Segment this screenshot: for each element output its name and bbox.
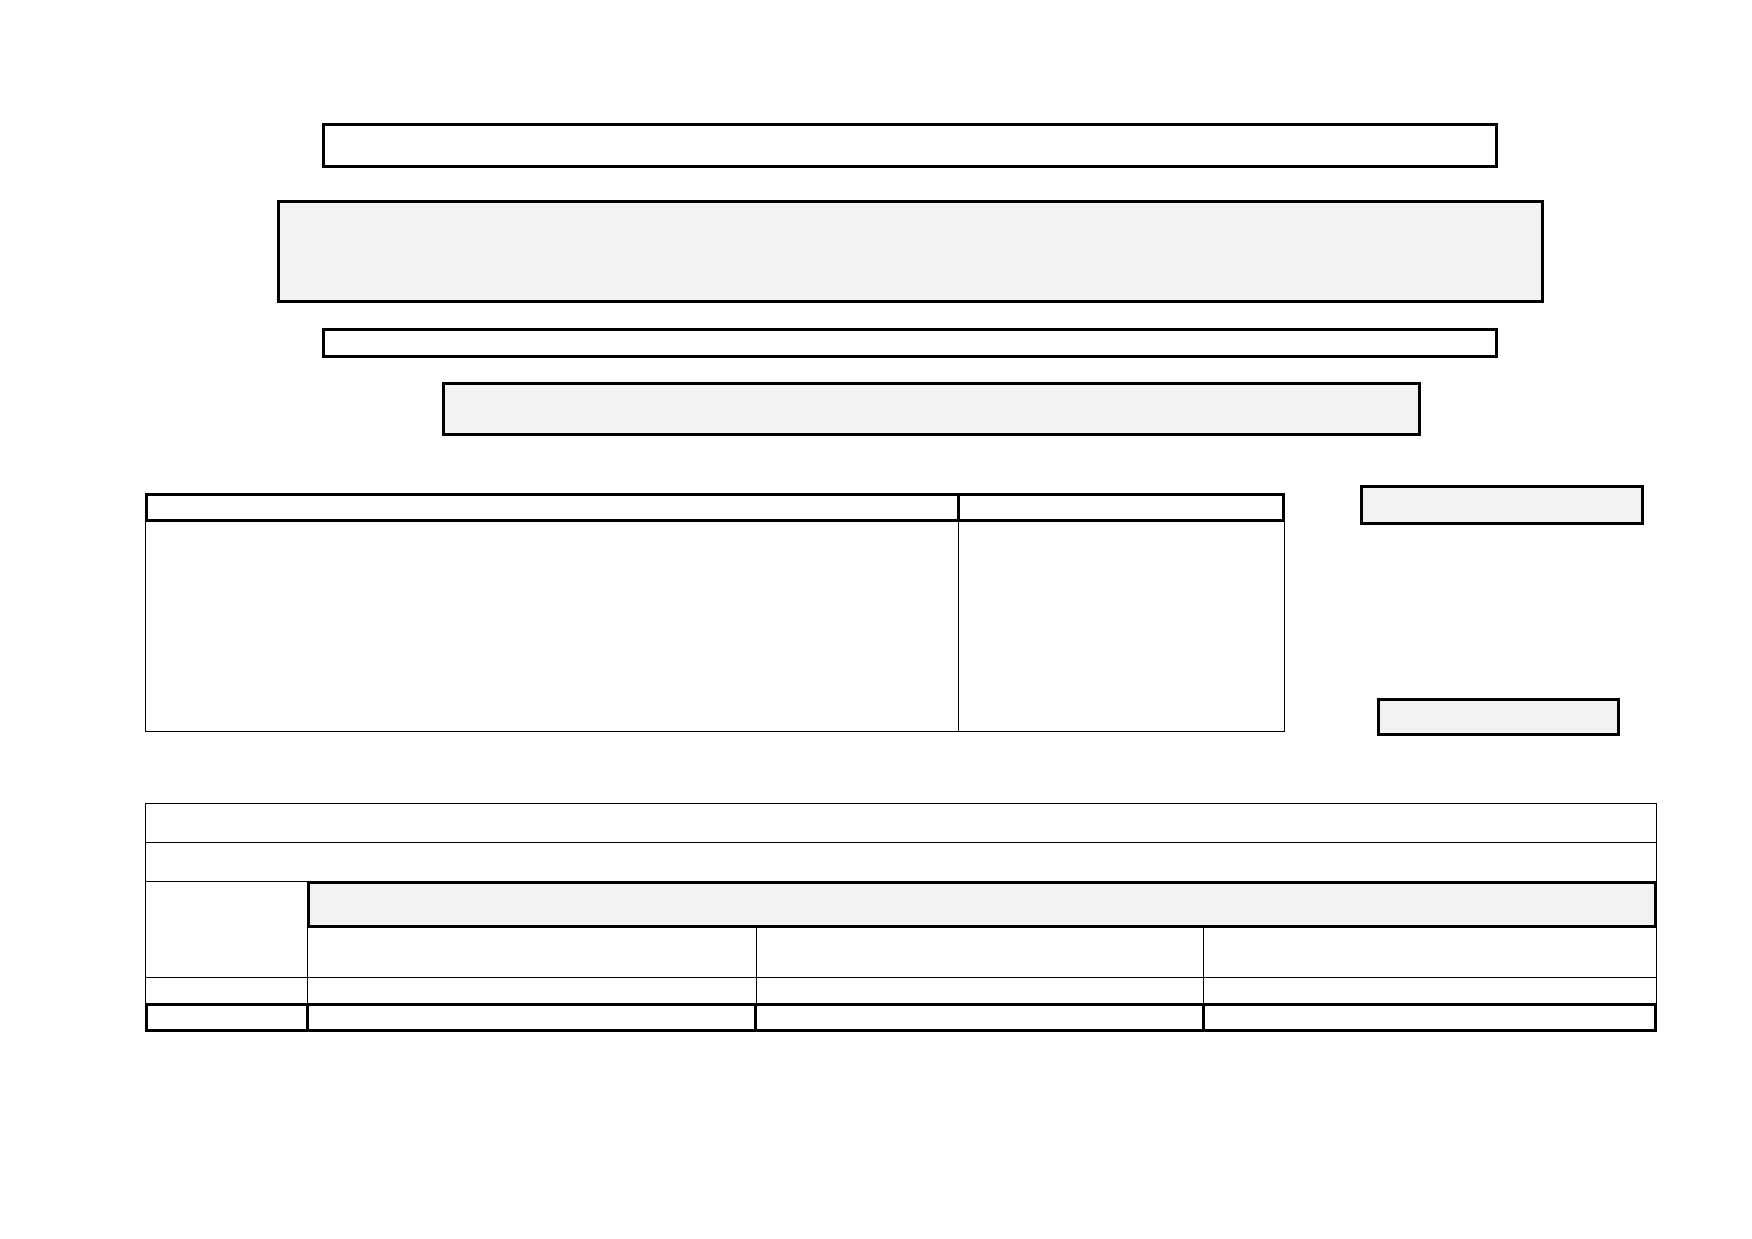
bottom-table-col-divider-1 [756,926,757,1030]
bottom-table-total-cell [1202,1003,1657,1032]
bottom-table-row1 [147,805,1655,841]
left-table-header-left [145,493,960,522]
bottom-table-total-cell [754,1003,1205,1032]
left-table-column-divider [958,520,959,732]
left-table-body-right [960,522,1283,730]
left-table-body-left [147,522,957,730]
document-banner-field [277,200,1544,303]
bottom-table-data-cell [1204,979,1655,1003]
bottom-table-col-header-3 [1204,928,1655,977]
side-upper-field [1360,485,1644,525]
bottom-table-col-header-1 [309,928,755,977]
bottom-table-data-cell [309,979,755,1003]
document-subbanner-field [442,382,1421,436]
bottom-table-divider-3 [145,977,1657,978]
bottom-table-data-cell [757,979,1202,1003]
document-title-field [322,123,1498,168]
bottom-table-stub-header [147,883,306,977]
bottom-table-stub-divider [307,881,308,1030]
bottom-table-group-header [307,881,1657,928]
side-lower-field [1377,698,1620,736]
bottom-table-col-header-2 [757,928,1202,977]
left-table-header-right [957,493,1285,522]
bottom-table-data-stub [147,979,306,1003]
bottom-table-total-stub [145,1003,309,1032]
bottom-table-divider-1 [145,842,1657,843]
bottom-table-row2 [147,844,1655,880]
bottom-table-col-divider-2 [1203,926,1204,1030]
bottom-table-total-cell [306,1003,757,1032]
document-subtitle-field [322,328,1498,358]
left-table-frame [145,494,1285,732]
